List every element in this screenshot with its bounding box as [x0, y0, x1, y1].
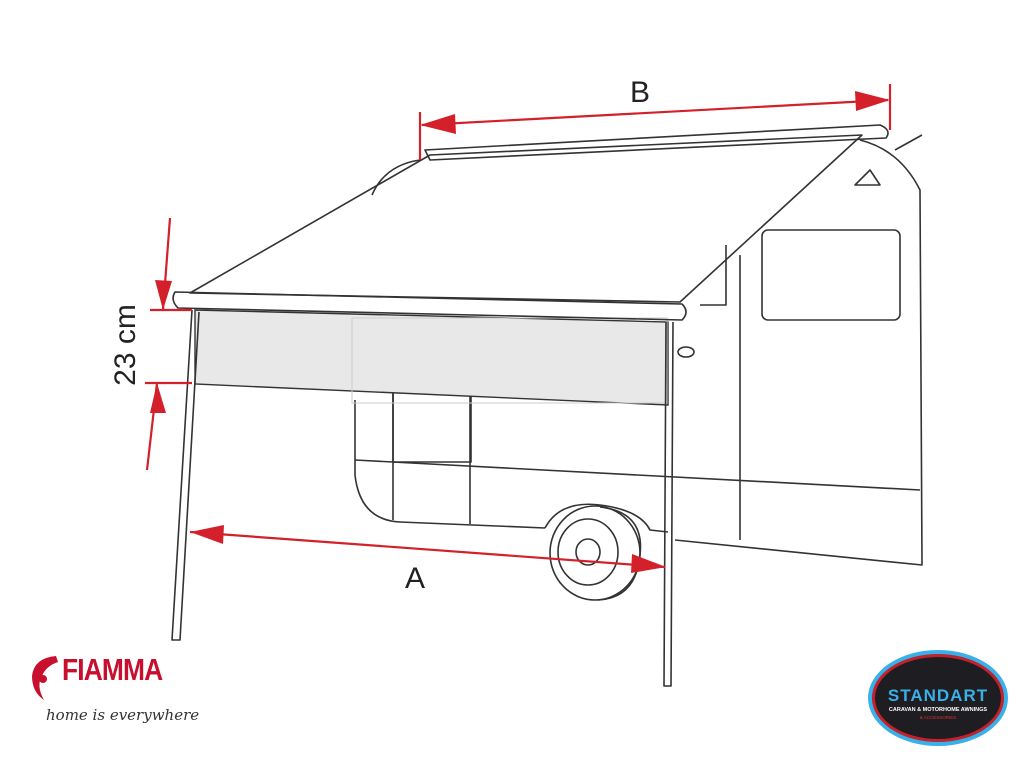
arrowhead-icon	[155, 280, 172, 310]
dimension-height-label: 23 cm	[109, 304, 142, 386]
left-pole	[171, 309, 200, 641]
arrowhead-icon	[150, 383, 166, 413]
dimension-b	[418, 84, 892, 160]
standart-logo: STANDART CARAVAN & MOTORHOME AWNINGS & A…	[868, 650, 1008, 746]
arrowhead-icon	[190, 525, 224, 544]
fiamma-name: FIAMMA	[62, 652, 163, 687]
valance-window-outline	[351, 317, 668, 404]
standart-subtitle-2: & ACCESSORIES	[919, 715, 957, 720]
dimension-b-label: B	[630, 76, 650, 109]
valance	[194, 309, 669, 406]
wheel	[549, 505, 642, 601]
fiamma-flame-icon	[32, 656, 58, 700]
arrowhead-icon	[420, 114, 456, 134]
front-roller-bar	[172, 291, 687, 321]
awning-canvas	[189, 134, 863, 303]
dimension-height	[145, 217, 192, 471]
awning-rear-rail	[424, 124, 889, 161]
standart-name: STANDART	[887, 686, 989, 705]
dimension-a-label: A	[405, 562, 425, 595]
fiamma-tagline: home is everywhere	[46, 706, 200, 724]
caravan-window	[761, 229, 901, 321]
arrowhead-icon	[631, 554, 666, 573]
standart-subtitle: CARAVAN & MOTORHOME AWNINGS	[888, 707, 988, 713]
right-pole	[663, 321, 674, 687]
dimension-a	[189, 525, 666, 573]
arrowhead-icon	[855, 91, 890, 111]
